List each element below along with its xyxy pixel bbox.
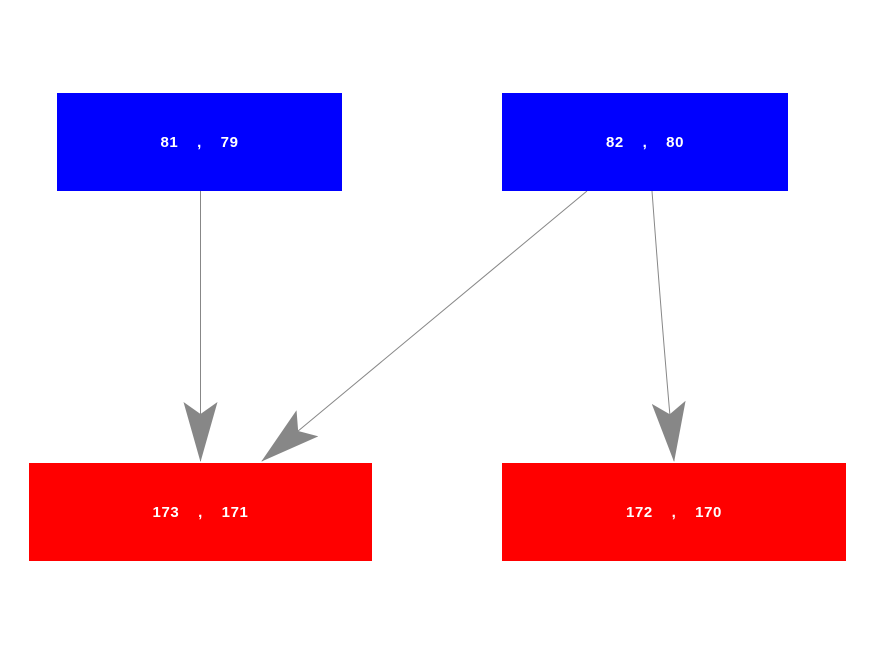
node-top-left: 81 , 79 bbox=[57, 93, 342, 191]
edge-top-right-to-bottom-left bbox=[261, 190, 588, 462]
edge-top-right-to-bottom-right bbox=[651, 190, 686, 462]
node-top-left-label: 81 , 79 bbox=[160, 133, 239, 151]
node-top-right-label: 82 , 80 bbox=[605, 133, 685, 151]
node-bottom-left: 173 , 171 bbox=[29, 463, 372, 561]
node-top-right: 82 , 80 bbox=[502, 93, 788, 191]
node-bottom-left-label: 173 , 171 bbox=[152, 503, 249, 521]
node-bottom-right: 172 , 170 bbox=[502, 463, 846, 561]
node-bottom-right-label: 172 , 170 bbox=[626, 503, 722, 521]
